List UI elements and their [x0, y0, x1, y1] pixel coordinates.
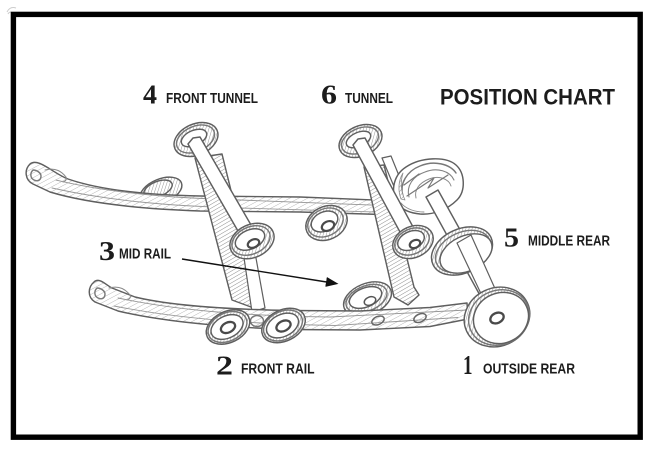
svg-text:5: 5 [504, 223, 519, 253]
svg-text:OUTSIDE REAR: OUTSIDE REAR [483, 362, 575, 378]
svg-text:2: 2 [216, 351, 233, 381]
svg-text:MID RAIL: MID RAIL [119, 247, 171, 263]
svg-text:6: 6 [321, 80, 337, 110]
svg-text:4: 4 [143, 80, 157, 110]
svg-text:FRONT TUNNEL: FRONT TUNNEL [166, 91, 258, 107]
svg-text:MIDDLE REAR: MIDDLE REAR [528, 234, 610, 250]
svg-text:3: 3 [99, 236, 115, 266]
svg-text:FRONT RAIL: FRONT RAIL [241, 362, 315, 378]
svg-text:POSITION CHART: POSITION CHART [440, 85, 616, 110]
svg-text:1: 1 [463, 350, 473, 380]
svg-text:TUNNEL: TUNNEL [345, 91, 393, 107]
